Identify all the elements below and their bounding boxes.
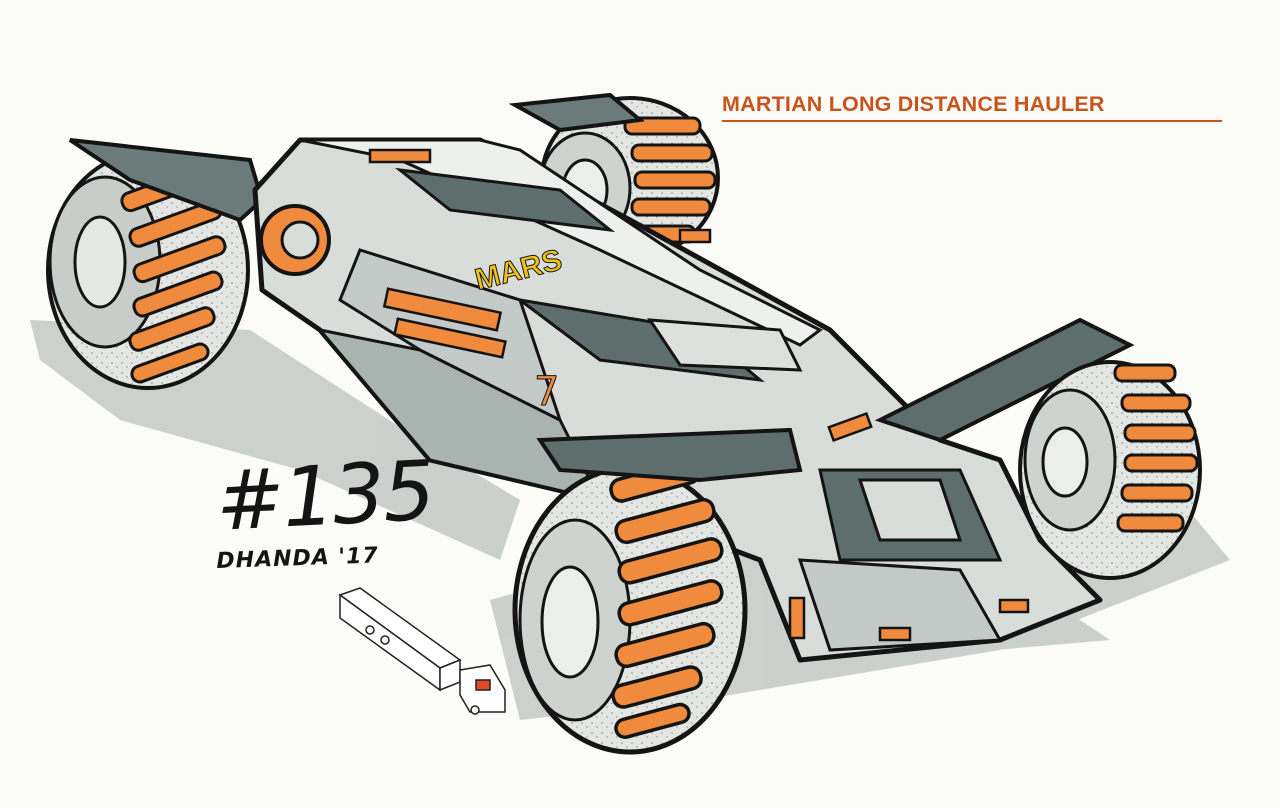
front-left-wheel	[512, 427, 803, 755]
title: MARTIAN LONG DISTANCE HAULER	[722, 92, 1105, 116]
hauler-hull: MARS 7	[252, 137, 1135, 663]
title-underline	[722, 120, 1222, 122]
rear-left-wheel	[46, 138, 265, 390]
vehicle-number: 7	[534, 369, 559, 415]
scale-truck	[338, 587, 506, 715]
front-right-wheel	[1018, 360, 1202, 580]
sketch-number: #135	[213, 443, 436, 550]
